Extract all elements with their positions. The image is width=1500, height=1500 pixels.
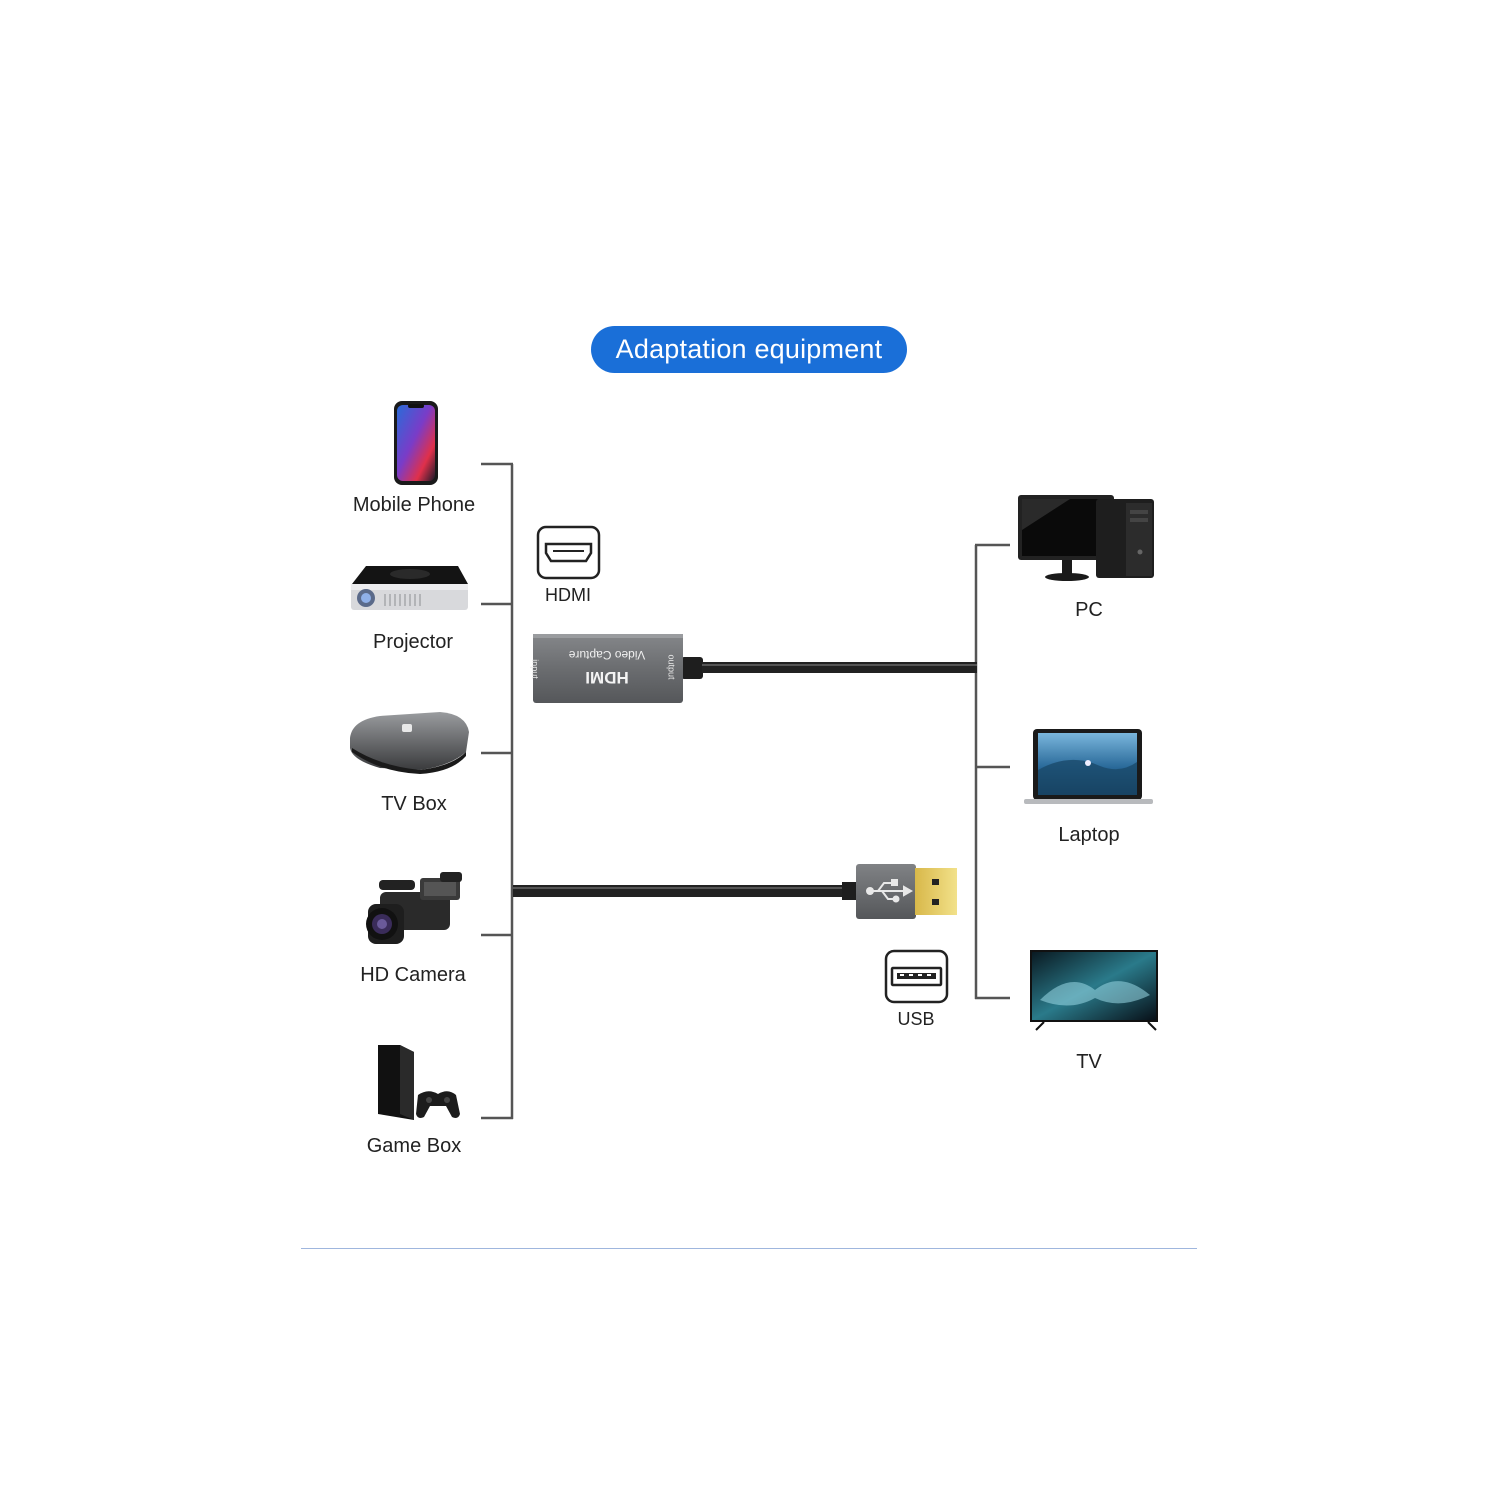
device-brand-text: HDMI [585, 668, 629, 687]
usb-cable [513, 882, 858, 900]
hdmi-port-label: HDMI [545, 585, 591, 605]
bottom-divider [301, 1248, 1197, 1249]
page-title: Adaptation equipment [591, 326, 907, 373]
source-label-mobile-phone: Mobile Phone [352, 494, 476, 516]
tv-icon [1030, 950, 1158, 1031]
desktop-pc-icon [1018, 495, 1154, 581]
device-input-label: input [529, 659, 540, 679]
source-connector-lines [481, 462, 514, 1120]
source-label-projector: Projector [372, 631, 454, 653]
device-model-text: Video Capture [568, 648, 646, 662]
device-output-label: output [666, 654, 677, 680]
source-label-tv-box: TV Box [381, 793, 447, 815]
laptop-icon [1024, 729, 1153, 804]
output-label-pc: PC [1075, 599, 1103, 621]
hdmi-port-icon [536, 525, 601, 580]
usb-port-label: USB [897, 1009, 935, 1029]
mobile-phone-icon [394, 401, 438, 485]
source-label-hd-camera: HD Camera [360, 964, 466, 986]
output-connector-lines [974, 543, 1010, 1000]
usb-port-icon [884, 949, 949, 1004]
usb-trident-icon [866, 879, 914, 903]
capture-device: input Video Capture HDMI output [529, 634, 683, 703]
hdmi-output-cable [681, 657, 977, 679]
hd-camera-icon [366, 872, 462, 944]
output-label-laptop: Laptop [1058, 824, 1120, 846]
tv-box-icon [350, 712, 469, 774]
game-console-icon [378, 1045, 460, 1120]
source-label-game-box: Game Box [366, 1135, 462, 1157]
projector-icon [351, 566, 468, 610]
output-label-tv: TV [1076, 1051, 1102, 1073]
capture-device-body [533, 634, 683, 703]
usb-plug [856, 864, 957, 919]
